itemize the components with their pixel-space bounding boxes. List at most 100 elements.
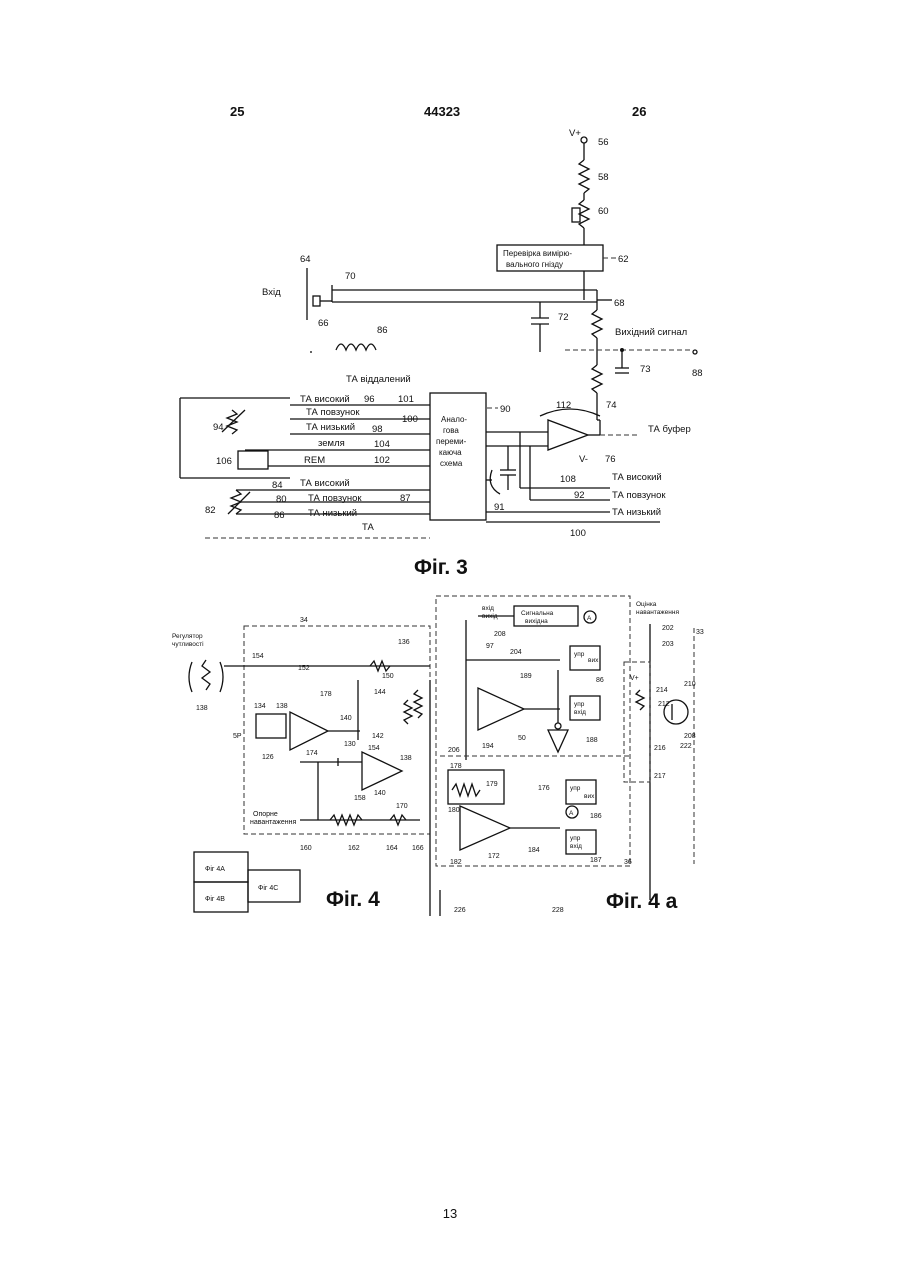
- test-load-l2: навантаження: [636, 609, 679, 616]
- ref-182: 182: [450, 859, 462, 866]
- ref-86: 86: [377, 325, 388, 336]
- supply-terminal: [581, 137, 587, 143]
- analog-box-l1: Анало-: [441, 415, 467, 424]
- ctrl-in2-l2: вхід: [570, 842, 582, 850]
- ref-160: 160: [300, 845, 312, 852]
- v-plus-label: V+: [630, 675, 639, 682]
- ref-206: 208: [494, 631, 506, 638]
- inverter-gate: [548, 730, 568, 752]
- page-number: 13: [0, 1206, 900, 1221]
- ref-179: 179: [486, 781, 498, 788]
- ta-high-lower: ТА високий: [300, 478, 350, 489]
- inset-4a-label: Фіг 4А: [205, 865, 225, 873]
- ref-170: 170: [396, 803, 408, 810]
- ref-212: 212: [658, 701, 670, 708]
- ref-216: 216: [654, 745, 666, 752]
- ref-73: 73: [640, 364, 651, 375]
- ref-138: 138: [276, 703, 288, 710]
- test-box-line1: Перевірка вимірю-: [503, 249, 572, 258]
- figure-4: Регулятор чутливості 138 34 154 152 136 …: [172, 617, 430, 916]
- ref-226: 226: [454, 907, 466, 914]
- ref-180: 180: [448, 807, 460, 814]
- ctrl-block-188: [570, 696, 600, 720]
- ref-load-l2: навантаження: [250, 819, 296, 826]
- ref-208: 208: [684, 733, 696, 740]
- rem-label: REM: [304, 455, 325, 466]
- fig4a-opamp-172: [460, 806, 510, 850]
- test-box-line2: вального гнізду: [506, 260, 563, 269]
- ctrl-in-l2: вхід: [574, 708, 586, 716]
- ref-178a: 178: [450, 763, 462, 770]
- output-signal-label: Вихідний сигнал: [615, 327, 687, 338]
- sensitivity-l2: чутливості: [172, 640, 204, 648]
- ctrl-out2-l2: вих: [584, 793, 595, 800]
- sensitivity-l1: Регулятор: [172, 633, 203, 640]
- ta-remote-label: ТА віддалений: [346, 374, 411, 385]
- ref-196: 189: [520, 673, 532, 680]
- ref-126: 126: [262, 754, 274, 761]
- ref-106: 106: [216, 456, 232, 467]
- ref-202: 203: [662, 641, 674, 648]
- inset-4b-label: Фіг 4В: [205, 895, 225, 903]
- ref-90: 90: [500, 404, 511, 415]
- inset-4c-label: Фіг 4С: [258, 884, 278, 892]
- ammeter-top-a: A: [587, 615, 592, 622]
- ref-100-bottom: 100: [570, 528, 586, 539]
- ref-130: 130: [344, 741, 356, 748]
- ref-134: 134: [254, 703, 266, 710]
- resistor-74: [592, 365, 602, 393]
- ref-136: 136: [398, 639, 410, 646]
- ref-201: 202: [662, 625, 674, 632]
- ref-203: 204: [510, 649, 522, 656]
- ref-210: 210: [684, 681, 696, 688]
- fig4-opamp-lower: [362, 752, 402, 790]
- ref-5b: 5Р: [233, 733, 242, 740]
- ctrl-out2-l1: упр: [570, 785, 581, 792]
- ref-162: 162: [348, 845, 360, 852]
- ref-158: 158: [354, 795, 366, 802]
- ref-186: 186: [590, 813, 602, 820]
- ref-164: 164: [386, 845, 398, 852]
- ref-140: 140: [340, 715, 352, 722]
- ref-187: 187: [590, 857, 602, 864]
- ref-34: 34: [300, 617, 308, 624]
- in-out-l1: вхід: [482, 604, 494, 612]
- ref-60: 60: [598, 206, 609, 217]
- analog-box-l3: переми-: [436, 437, 467, 446]
- ctrl-out-l1: упр: [574, 651, 585, 658]
- analog-box-l2: гова: [443, 426, 459, 435]
- ref-86-lower: 86: [274, 510, 285, 521]
- ref-58: 58: [598, 172, 609, 183]
- ref-94: 94: [213, 422, 224, 433]
- ref-176: 176: [538, 785, 550, 792]
- fig4-caption: Фіг. 4: [326, 888, 380, 912]
- ref-166: 166: [412, 845, 424, 852]
- ref-96: 96: [364, 394, 375, 405]
- ta-slider-top: ТА повзунок: [306, 407, 360, 418]
- ground-label: земля: [318, 438, 345, 449]
- signal-box-l1: Сигнальна: [521, 610, 554, 617]
- ta-low-right: ТА низький: [612, 507, 661, 518]
- ref-155: 154: [252, 653, 264, 660]
- ref-143: 138: [196, 705, 208, 712]
- fig4-opamp-upper: [290, 712, 328, 750]
- ref-74: 74: [606, 400, 617, 411]
- ref-222: 222: [680, 743, 692, 750]
- ref-144: 140: [374, 790, 386, 797]
- ref-204: 206: [448, 747, 460, 754]
- ta-low-top: ТА низький: [306, 422, 355, 433]
- ref-188: 188: [586, 737, 598, 744]
- test-load-l1: Оцінка: [636, 600, 657, 608]
- ta-buffer-label: ТА буфер: [648, 424, 691, 435]
- transistor-210: [664, 700, 688, 724]
- fig3-caption: Фіг. 3: [414, 556, 468, 580]
- ctrl-out-l2: вих: [588, 657, 599, 664]
- buffer-opamp: [548, 420, 588, 450]
- ref-load-l1: Опорне: [253, 811, 278, 818]
- ref-172: 172: [488, 853, 500, 860]
- ctrl-in-l1: упр: [574, 701, 585, 708]
- ref-138-b: 138: [400, 755, 412, 762]
- ref-194: 194: [482, 743, 494, 750]
- ref-70: 70: [345, 271, 356, 282]
